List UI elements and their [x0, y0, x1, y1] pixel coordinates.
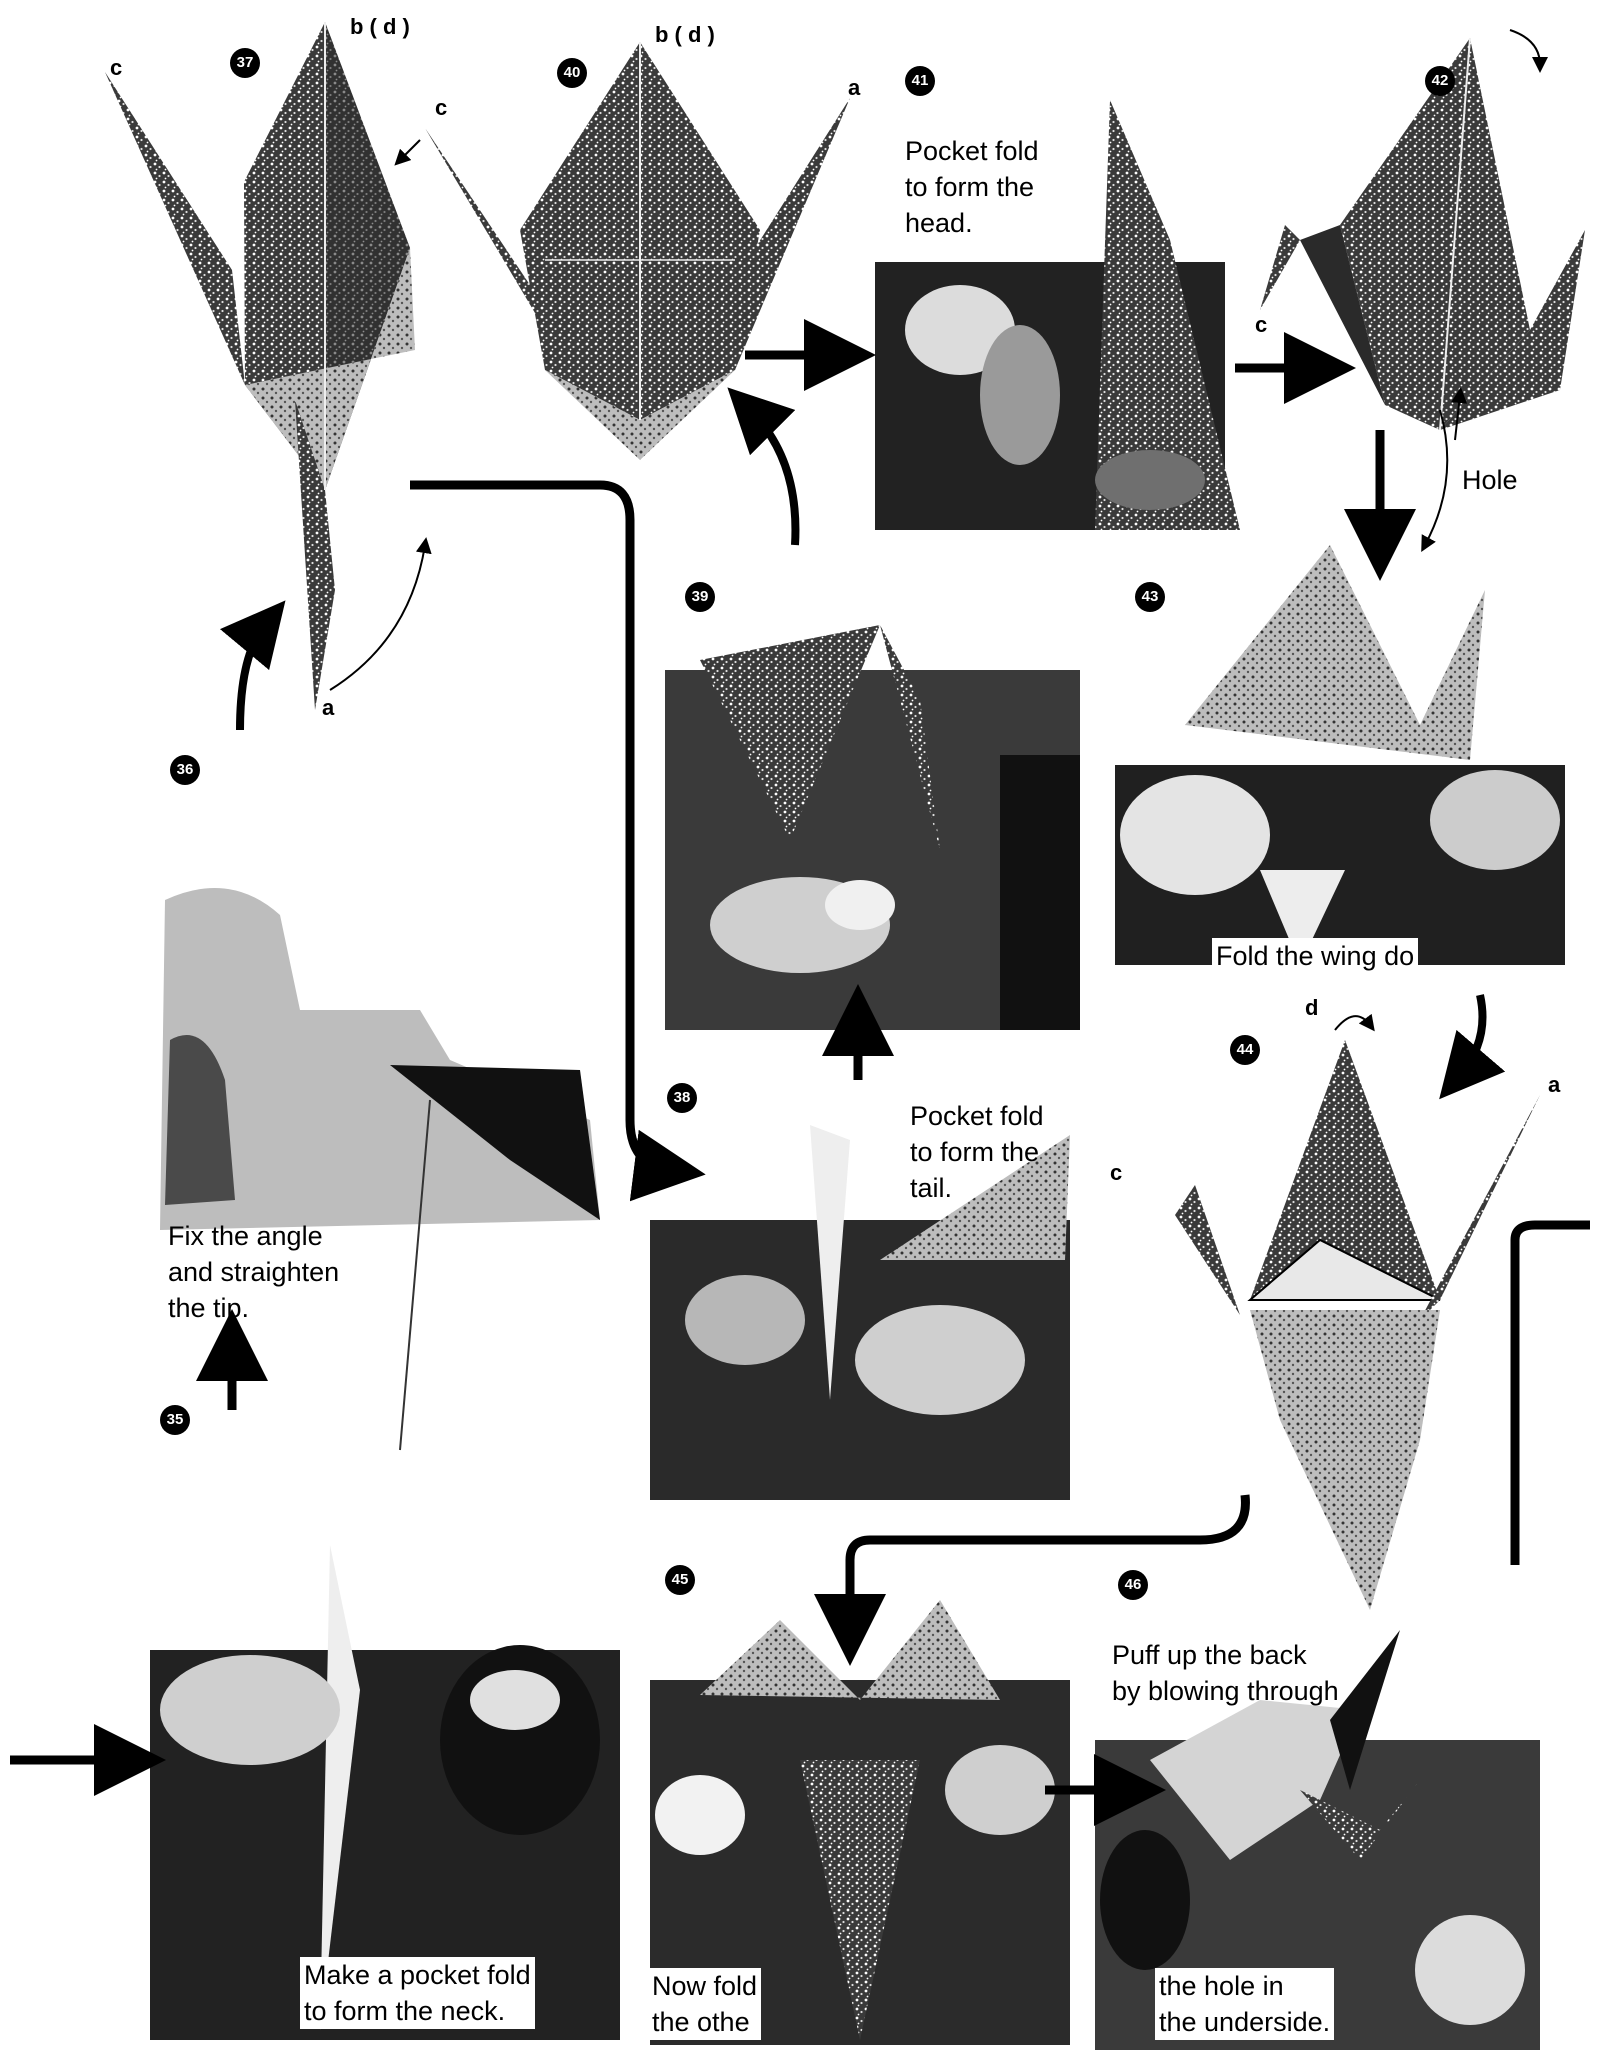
step-38-badge: 38 [667, 1083, 697, 1113]
step-42-diagram [1260, 30, 1585, 545]
caption-neck: Make a pocket fold to form the neck. [300, 1957, 535, 2029]
point-c-42: c [1255, 312, 1267, 338]
step-44-badge: 44 [1230, 1035, 1260, 1065]
step-45-badge: 45 [665, 1565, 695, 1595]
point-bd-37: b ( d ) [350, 14, 410, 40]
step-40-badge: 40 [557, 58, 587, 88]
step-36-photo [160, 888, 600, 1450]
caption-tail: Pocket fold to form the tail. [910, 1098, 1044, 1206]
point-c-44: c [1110, 1160, 1122, 1186]
point-c-40: c [435, 95, 447, 121]
step-46-badge: 46 [1118, 1570, 1148, 1600]
step-37-diagram [105, 22, 420, 710]
step-37-badge: 37 [230, 48, 260, 78]
point-a-37: a [322, 695, 334, 721]
caption-wing: Fold the wing do [1212, 938, 1418, 974]
caption-fix: Fix the angle and straighten the tip. [168, 1218, 339, 1326]
caption-puff: Puff up the back by blowing through [1112, 1637, 1339, 1709]
point-a-40: a [848, 75, 860, 101]
step-44-diagram [1175, 1016, 1540, 1610]
step-41-badge: 41 [905, 66, 935, 96]
point-c-37: c [110, 55, 122, 81]
step-35-badge: 35 [160, 1405, 190, 1435]
step-40-diagram [425, 42, 850, 460]
step-42-badge: 42 [1425, 66, 1455, 96]
caption-other: Now fold the othe [648, 1968, 761, 2040]
step-39-photo [665, 625, 1080, 1030]
caption-head: Pocket fold to form the head. [905, 133, 1039, 241]
caption-hole-in: the hole in the underside. [1155, 1968, 1334, 2040]
point-d-44: d [1305, 995, 1318, 1021]
point-a-44: a [1548, 1072, 1560, 1098]
caption-hole: Hole [1462, 462, 1518, 498]
step-39-badge: 39 [685, 582, 715, 612]
step-43-badge: 43 [1135, 582, 1165, 612]
step-43-photo [1115, 545, 1565, 965]
step-36-badge: 36 [170, 755, 200, 785]
point-bd-40: b ( d ) [655, 22, 715, 48]
